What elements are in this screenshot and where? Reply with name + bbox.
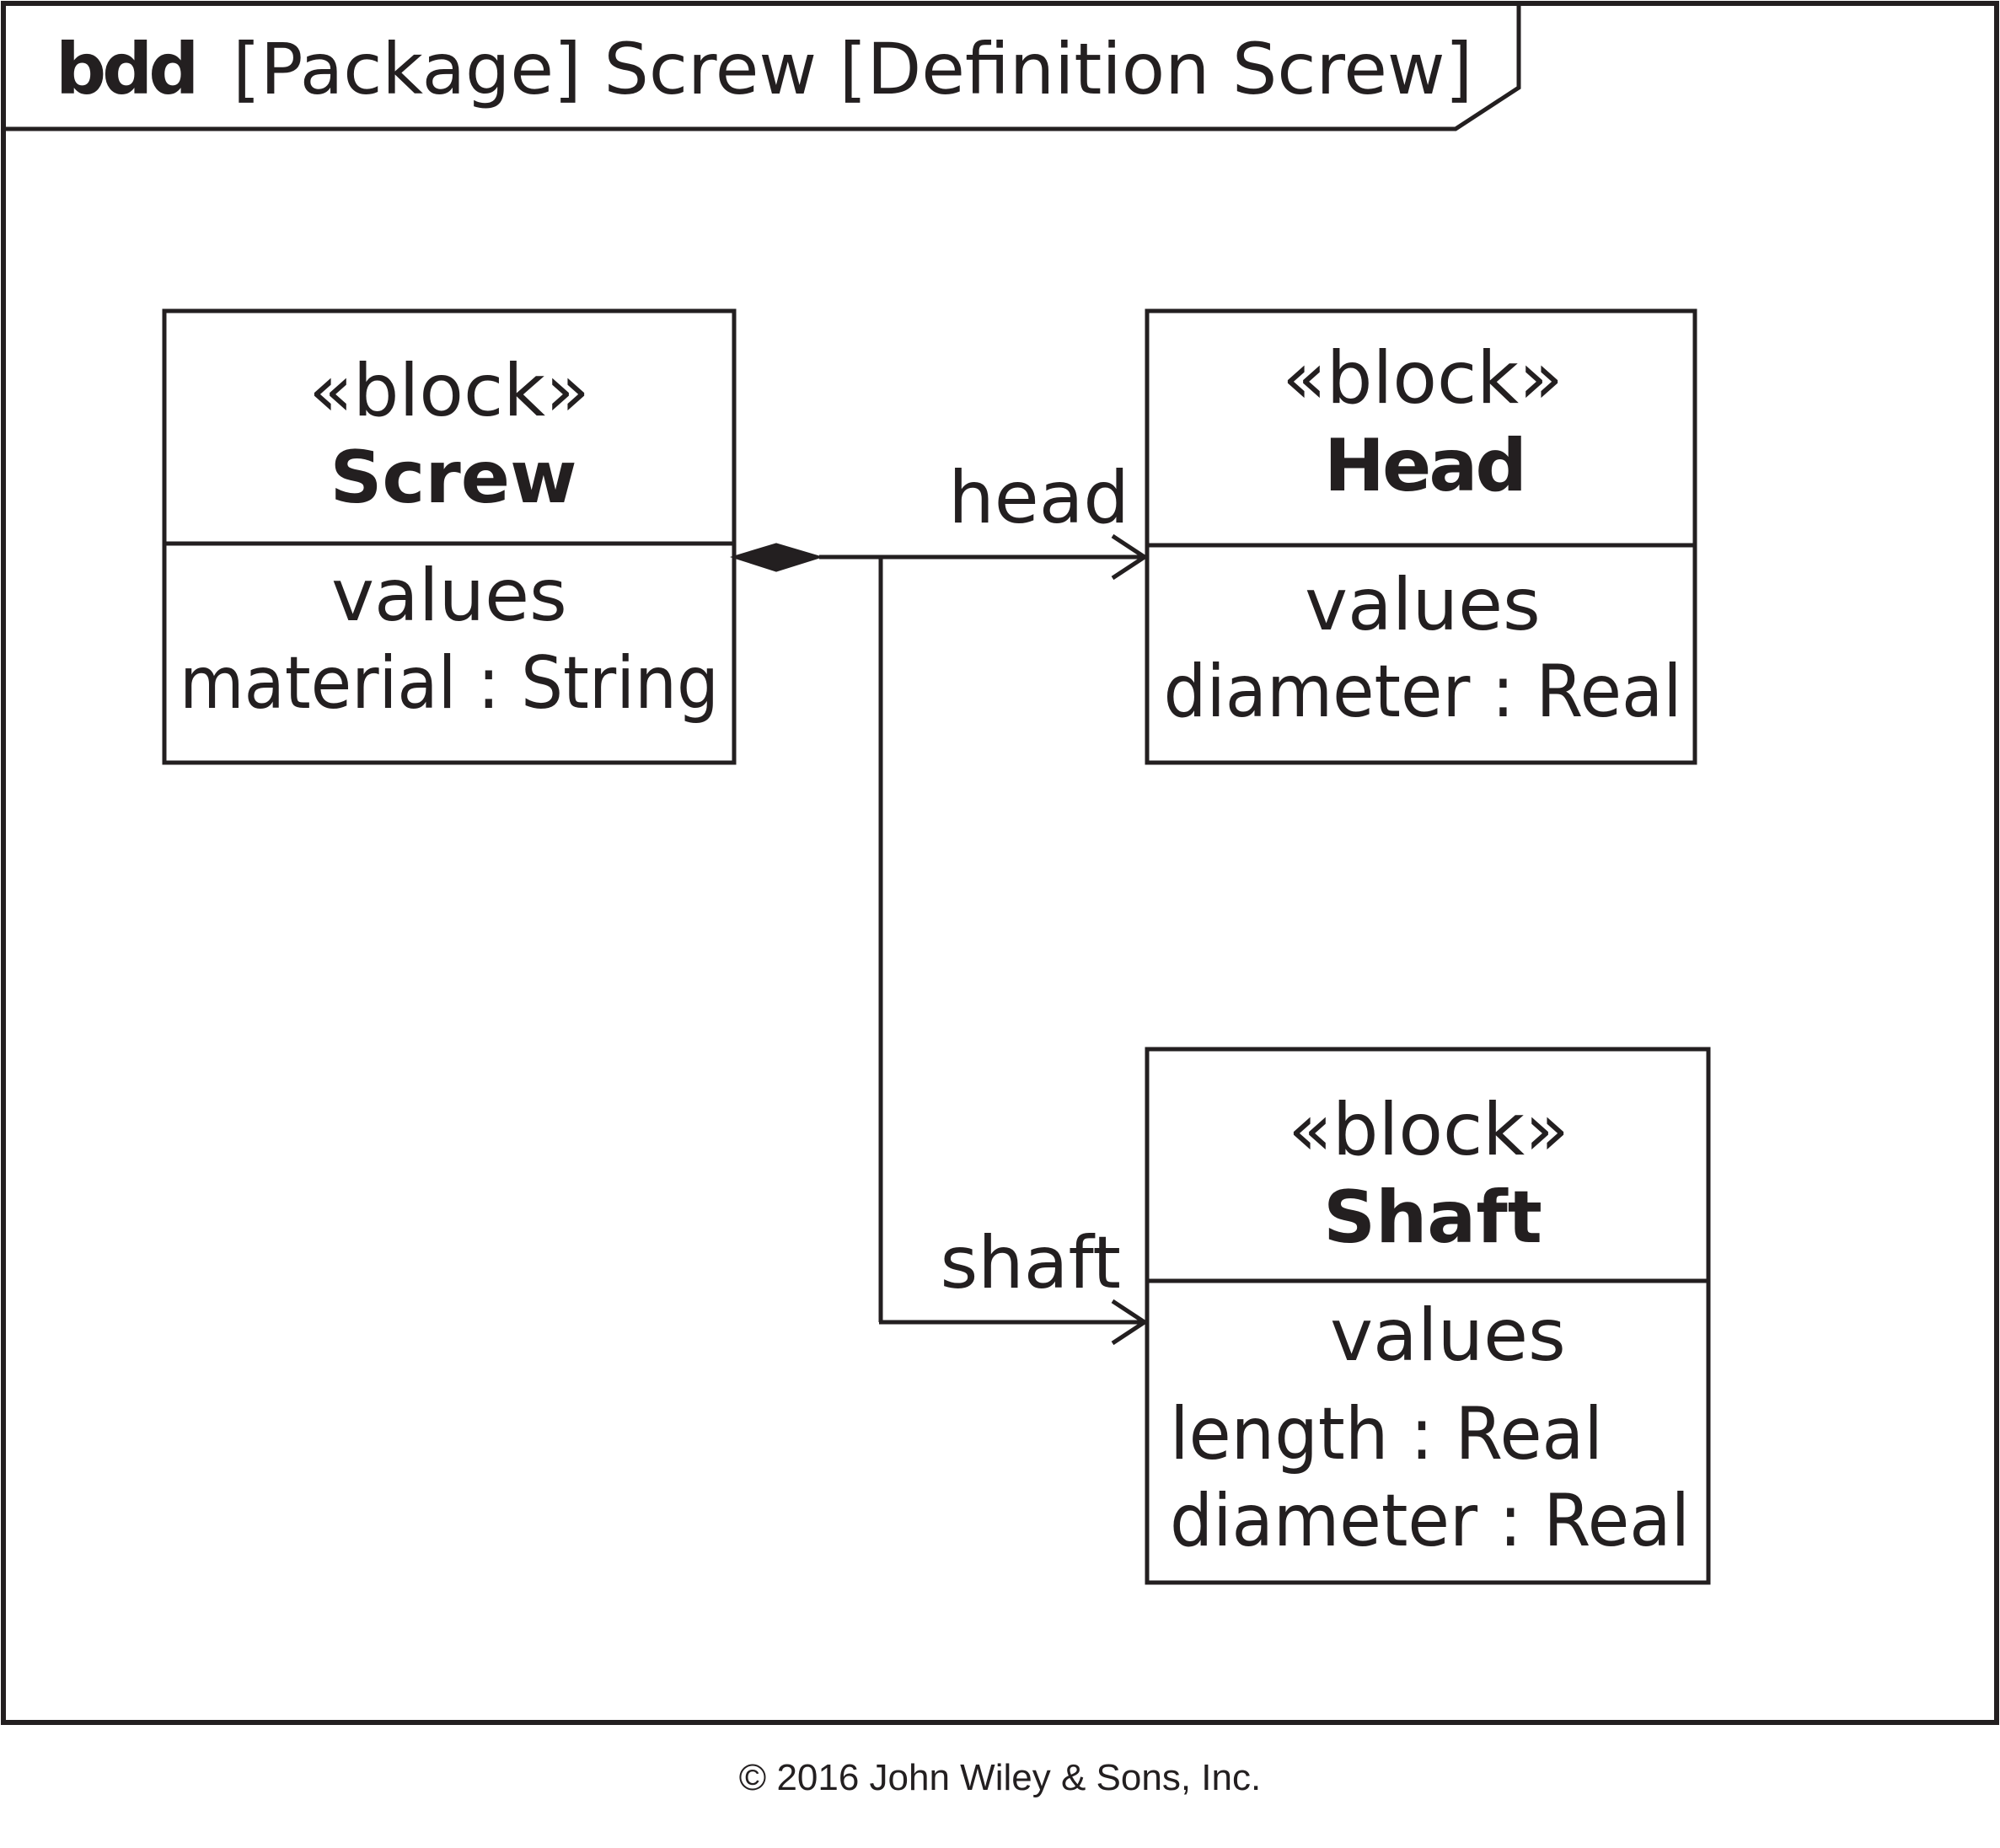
frame-header-tab: [3, 3, 1521, 131]
block-head-name: Head: [1324, 424, 1525, 508]
composition-association[interactable]: head shaft: [729, 456, 1149, 1346]
frame-kind: bdd: [56, 28, 195, 110]
block-shaft[interactable]: «block» Shaft values length : Real diame…: [1145, 1047, 1711, 1585]
block-shaft-property-length: length : Real: [1170, 1392, 1603, 1476]
arrowhead-shaft: [1111, 1299, 1149, 1346]
block-screw-property: material : String: [180, 641, 719, 726]
diagram-frame: [1, 1, 1999, 1725]
block-shaft-name: Shaft: [1323, 1176, 1542, 1260]
block-shaft-compartment-label: values: [1330, 1294, 1566, 1378]
block-screw-stereotype: «block»: [308, 349, 589, 433]
frame-header: bdd [Package] Screw [Definition Screw]: [56, 28, 1472, 110]
role-label-head: head: [948, 456, 1129, 540]
block-shaft-stereotype: «block»: [1288, 1088, 1568, 1172]
arrowhead-head: [1111, 533, 1149, 581]
block-screw-box: [162, 308, 737, 765]
block-head[interactable]: «block» Head values diameter : Real: [1145, 308, 1697, 765]
block-screw-compartment-label: values: [331, 554, 567, 638]
block-head-property: diameter : Real: [1164, 650, 1682, 734]
block-head-box: [1145, 308, 1697, 765]
composition-diamond: [729, 543, 824, 572]
role-label-shaft: shaft: [941, 1221, 1122, 1305]
block-screw[interactable]: «block» Screw values material : String: [162, 308, 737, 765]
block-shaft-box: [1145, 1047, 1711, 1585]
block-head-stereotype: «block»: [1282, 336, 1563, 420]
block-screw-name: Screw: [330, 436, 576, 520]
block-shaft-property-diameter: diameter : Real: [1170, 1479, 1690, 1563]
copyright-notice: © 2016 John Wiley & Sons, Inc.: [738, 1757, 1262, 1798]
block-head-compartment-label: values: [1305, 563, 1541, 647]
frame-title: [Package] Screw [Definition Screw]: [233, 28, 1472, 110]
